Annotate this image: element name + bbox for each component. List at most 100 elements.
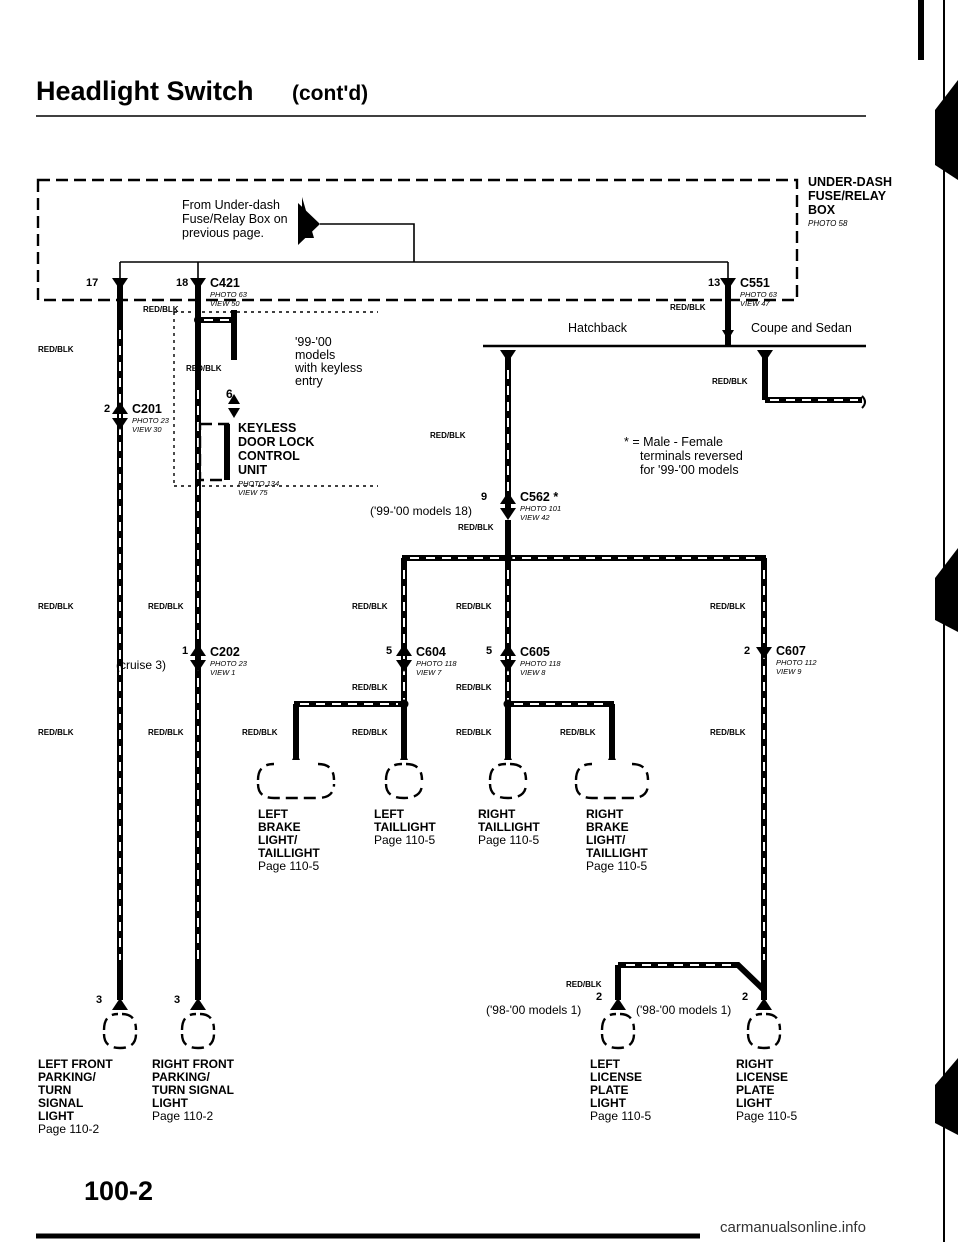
c202-note: (cruise 3): [116, 658, 166, 672]
svg-text:RED/BLK: RED/BLK: [430, 431, 466, 440]
c421-pin-17: 17: [86, 277, 98, 289]
right-brake-4: TAILLIGHT: [586, 846, 648, 860]
bulb-left-tail: [384, 752, 424, 800]
svg-text:RED/BLK: RED/BLK: [38, 345, 74, 354]
bulb-left-license: [600, 998, 636, 1050]
c562-name: C562 *: [520, 490, 558, 504]
keyless-label-4: UNIT: [238, 463, 268, 477]
keyless-models-1: '99-'00: [295, 335, 332, 349]
variant-coupe-sedan: Coupe and Sedan: [751, 321, 852, 335]
keyless-pin: 6: [226, 387, 233, 401]
fuse-box-label-2: FUSE/RELAY: [808, 189, 887, 203]
left-front-2: PARKING/: [38, 1070, 96, 1084]
c604-photo: PHOTO 118: [416, 659, 457, 668]
c202-name: C202: [210, 645, 240, 659]
left-brake-4: TAILLIGHT: [258, 846, 320, 860]
left-brake-3: LIGHT/: [258, 833, 298, 847]
left-tail-2: TAILLIGHT: [374, 820, 436, 834]
right-tail-2: TAILLIGHT: [478, 820, 540, 834]
footnote-3: for '99-'00 models: [640, 463, 739, 477]
page-number: 100-2: [84, 1176, 153, 1206]
left-front-6: Page 110-2: [38, 1122, 99, 1136]
c551-view: VIEW 47: [740, 299, 770, 308]
c607-name: C607: [776, 644, 806, 658]
c604-view: VIEW 7: [416, 668, 442, 677]
wire-color-label: RED/BLK: [186, 364, 222, 373]
left-license-note: ('98-'00 models 1): [486, 1003, 581, 1017]
c421-pin-18: 18: [176, 277, 188, 289]
thumb-tab: [935, 1058, 958, 1135]
c562-note: ('99-'00 models 18): [370, 504, 472, 518]
right-front-3: TURN SIGNAL: [152, 1083, 234, 1097]
c605-pin: 5: [486, 645, 492, 657]
svg-text:RED/BLK: RED/BLK: [352, 602, 388, 611]
keyless-label-1: KEYLESS: [238, 421, 296, 435]
c562-photo: PHOTO 101: [520, 504, 561, 513]
c202-view: VIEW 1: [210, 668, 235, 677]
c607-view: VIEW 9: [776, 667, 802, 676]
left-tail-3: Page 110-5: [374, 833, 435, 847]
svg-text:RED/BLK: RED/BLK: [352, 683, 388, 692]
from-text-3: previous page.: [182, 226, 264, 240]
right-front-pin: 3: [174, 994, 180, 1006]
c562-view: VIEW 42: [520, 513, 550, 522]
keyless-label-2: DOOR LOCK: [238, 435, 314, 449]
left-brake-5: Page 110-5: [258, 859, 319, 873]
svg-text:RED/BLK: RED/BLK: [38, 602, 74, 611]
bulb-right-front: [180, 998, 216, 1050]
c201-name: C201: [132, 402, 162, 416]
thumb-tab: [935, 548, 958, 632]
left-license-pin: 2: [596, 991, 602, 1003]
left-license-1: LEFT: [590, 1057, 621, 1071]
svg-text:RED/BLK: RED/BLK: [148, 602, 184, 611]
c605-photo: PHOTO 118: [520, 659, 561, 668]
right-front-4: LIGHT: [152, 1096, 189, 1110]
keyless-models-3: with keyless: [294, 361, 362, 375]
bulb-left-front: [102, 998, 138, 1050]
fuse-box-photo: PHOTO 58: [808, 219, 848, 228]
c551-name: C551: [740, 276, 770, 290]
source-arrow-tip: [298, 203, 320, 245]
right-license-1: RIGHT: [736, 1057, 774, 1071]
svg-text:RED/BLK: RED/BLK: [566, 980, 602, 989]
footnote-1: * = Male - Female: [624, 435, 723, 449]
bulb-right-brake: [574, 752, 650, 800]
keyless-photo: PHOTO 134: [238, 479, 279, 488]
right-front-2: PARKING/: [152, 1070, 210, 1084]
svg-text:RED/BLK: RED/BLK: [143, 305, 179, 314]
right-license-4: LIGHT: [736, 1096, 773, 1110]
c607-pin: 2: [744, 645, 750, 657]
c604-name: C604: [416, 645, 446, 659]
right-brake-1: RIGHT: [586, 807, 624, 821]
left-license-4: LIGHT: [590, 1096, 627, 1110]
svg-text:RED/BLK: RED/BLK: [710, 602, 746, 611]
c605-name: C605: [520, 645, 550, 659]
bulb-right-tail: [488, 752, 528, 800]
c605-view: VIEW 8: [520, 668, 546, 677]
svg-text:RED/BLK: RED/BLK: [148, 728, 184, 737]
c421-view: VIEW 50: [210, 299, 240, 308]
c202-photo: PHOTO 23: [210, 659, 248, 668]
thumb-tab: [935, 80, 958, 180]
bulb-right-license: [746, 998, 782, 1050]
from-text-2: Fuse/Relay Box on: [182, 212, 288, 226]
svg-text:RED/BLK: RED/BLK: [670, 303, 706, 312]
svg-text:RED/BLK: RED/BLK: [352, 728, 388, 737]
watermark: carmanualsonline.info: [720, 1219, 866, 1236]
keyless-label-3: CONTROL: [238, 449, 300, 463]
svg-text:RED/BLK: RED/BLK: [38, 728, 74, 737]
keyless-models-4: entry: [295, 374, 324, 388]
c202-pin: 1: [182, 645, 188, 657]
svg-text:RED/BLK: RED/BLK: [456, 602, 492, 611]
right-front-5: Page 110-2: [152, 1109, 213, 1123]
svg-text:RED/BLK: RED/BLK: [560, 728, 596, 737]
fuse-box-label-1: UNDER-DASH: [808, 175, 892, 189]
left-front-3: TURN: [38, 1083, 71, 1097]
page-subtitle: (cont'd): [292, 82, 368, 105]
c607-photo: PHOTO 112: [776, 658, 817, 667]
right-front-1: RIGHT FRONT: [152, 1057, 235, 1071]
right-license-3: PLATE: [736, 1083, 774, 1097]
left-front-pin: 3: [96, 994, 102, 1006]
right-license-note: ('98-'00 models 1): [636, 1003, 731, 1017]
